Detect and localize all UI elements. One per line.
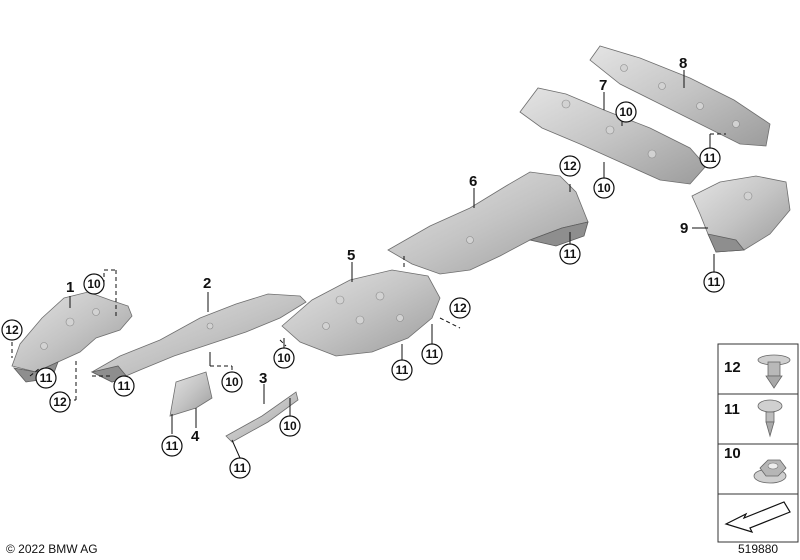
callout-11-part6: 11 <box>559 243 581 265</box>
part-number-5: 5 <box>347 247 355 264</box>
callout-12-part6: 12 <box>559 155 581 177</box>
part-number-4: 4 <box>191 428 200 445</box>
svg-text:11: 11 <box>166 439 179 453</box>
self-tapping-screw-icon <box>757 399 783 438</box>
svg-text:11: 11 <box>234 461 247 475</box>
legend-number-11: 11 <box>724 401 740 418</box>
svg-text:11: 11 <box>708 275 721 289</box>
heat-shield-part-8 <box>589 45 771 147</box>
svg-text:11: 11 <box>118 379 131 393</box>
callout-11-part4: 11 <box>161 435 183 457</box>
svg-text:10: 10 <box>619 105 633 119</box>
callout-10-part3: 10 <box>279 415 301 437</box>
svg-text:12: 12 <box>453 301 467 315</box>
svg-text:12: 12 <box>53 395 67 409</box>
heat-shield-part-6 <box>387 171 589 275</box>
svg-text:11: 11 <box>40 371 53 385</box>
callout-11-part5-left: 11 <box>391 359 413 381</box>
svg-text:10: 10 <box>225 375 239 389</box>
callout-11-part9: 11 <box>703 271 725 293</box>
hex-nut-icon <box>753 459 787 484</box>
svg-text:11: 11 <box>396 363 409 377</box>
callout-10-part7-bottom: 10 <box>593 177 615 199</box>
copyright-notice: © 2022 BMW AG <box>6 542 98 556</box>
svg-text:11: 11 <box>704 151 717 165</box>
callout-12-part1-left: 12 <box>1 319 23 341</box>
callout-11-part3: 11 <box>229 457 251 479</box>
heat-shield-part-4 <box>169 371 213 417</box>
svg-text:11: 11 <box>564 247 577 261</box>
svg-text:12: 12 <box>5 323 19 337</box>
part-number-8: 8 <box>679 55 687 72</box>
svg-text:12: 12 <box>563 159 577 173</box>
svg-text:11: 11 <box>426 347 439 361</box>
callout-12-part5: 12 <box>449 297 471 319</box>
part-number-1: 1 <box>66 279 74 296</box>
part-numbers: 1 2 3 4 5 6 7 8 9 <box>66 55 688 445</box>
part-number-6: 6 <box>469 173 477 190</box>
svg-text:10: 10 <box>597 181 611 195</box>
callout-10-part7-top: 10 <box>615 101 637 123</box>
legend-number-10: 10 <box>724 445 741 462</box>
svg-text:10: 10 <box>277 351 291 365</box>
leader-lines <box>11 70 726 459</box>
part-number-3: 3 <box>259 370 267 387</box>
callout-11-part2: 11 <box>113 375 135 397</box>
diagram-id: 519880 <box>738 542 779 556</box>
callout-10-part1: 10 <box>83 273 105 295</box>
fastener-legend: 12 11 10 <box>717 343 799 543</box>
part-number-9: 9 <box>680 220 688 237</box>
callout-10-part2: 10 <box>221 371 243 393</box>
heat-shield-part-9 <box>691 175 791 253</box>
callout-12-part1-bottom: 12 <box>49 391 71 413</box>
part-number-2: 2 <box>203 275 211 292</box>
callouts: 10 12 11 12 11 10 11 11 <box>1 101 725 479</box>
part-number-7: 7 <box>599 77 607 94</box>
svg-text:10: 10 <box>87 277 101 291</box>
callout-10-part5: 10 <box>273 347 295 369</box>
svg-text:10: 10 <box>283 419 297 433</box>
clip-nut-icon <box>757 354 791 389</box>
callout-11-part5-right: 11 <box>421 343 443 365</box>
legend-number-12: 12 <box>724 359 741 376</box>
callout-11-part1: 11 <box>35 367 57 389</box>
callout-11-part8: 11 <box>699 147 721 169</box>
heat-shield-part-3 <box>225 391 299 443</box>
heat-shield-part-5 <box>281 269 441 357</box>
direction-arrow-icon <box>724 501 791 533</box>
